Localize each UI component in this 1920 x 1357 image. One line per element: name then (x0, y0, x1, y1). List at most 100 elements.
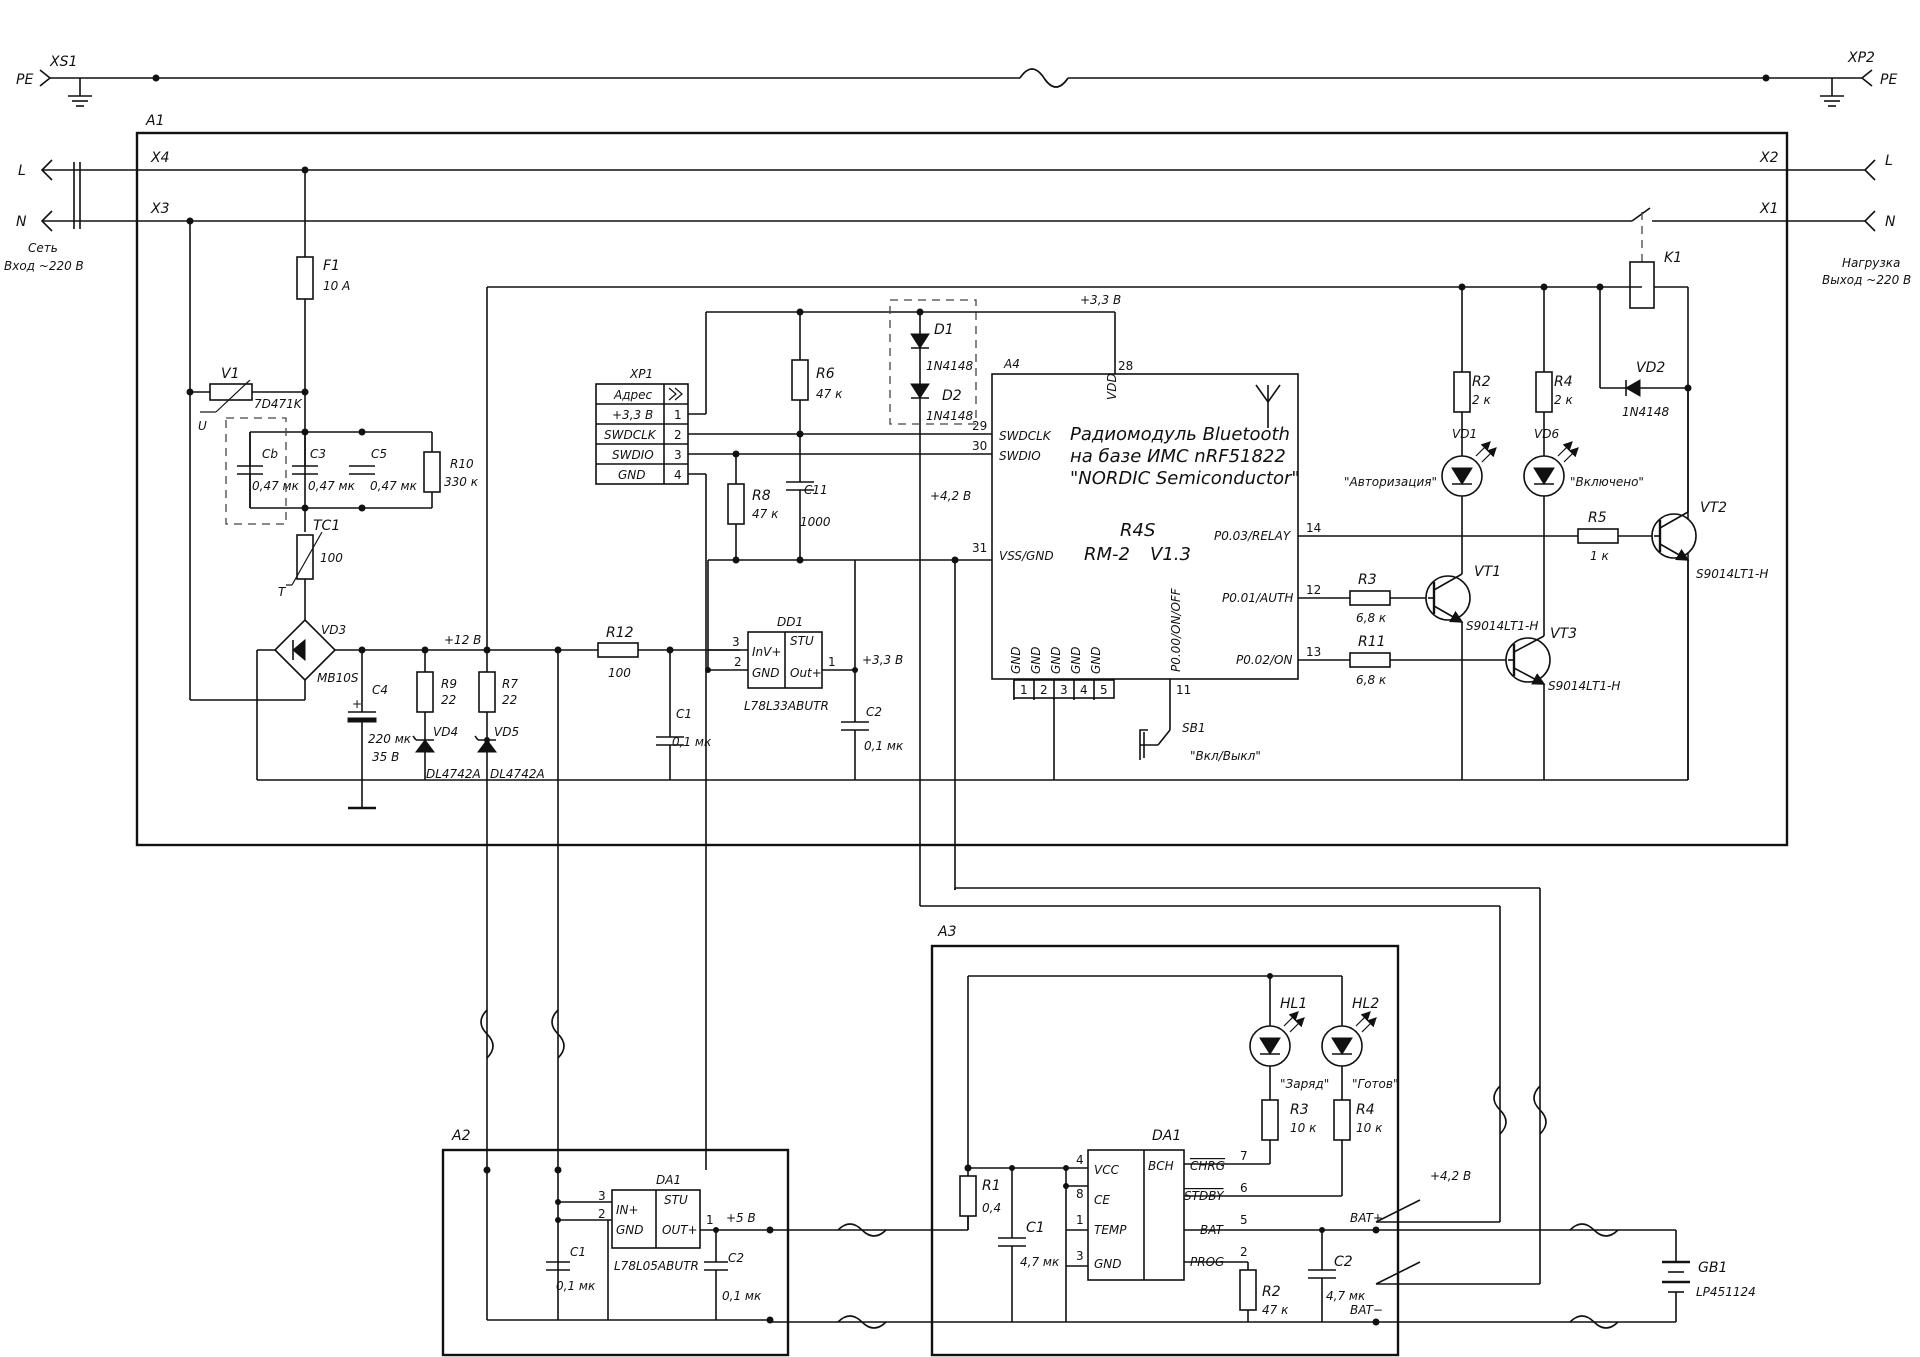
a2-stu: STU (664, 1193, 688, 1207)
power-supply-wiring (186, 170, 1688, 1170)
block-a2-frame (441, 1148, 790, 1357)
swdclk-label: SWDCLK (999, 429, 1052, 443)
on-label: P0.02/ON (1236, 653, 1292, 667)
v42-label: +4,2 В (930, 489, 971, 503)
xp2-label: XP2 (1847, 50, 1875, 66)
r11-value: 6,8 к (1356, 673, 1387, 687)
dd1-pin-3: 3 (732, 635, 740, 649)
c11-value: 1000 (800, 515, 831, 529)
xp1-row-3-label: SWDIO (612, 448, 654, 462)
a3-r4-label: R4 (1356, 1102, 1375, 1118)
v1-label: V1 (221, 366, 239, 382)
a3-da1-label: DA1 (1152, 1128, 1181, 1144)
gb1-value: LP451124 (1696, 1285, 1756, 1299)
r2-label: R2 (1472, 374, 1491, 390)
r10-label: R10 (450, 457, 474, 471)
a3-r2-value: 47 к (1262, 1303, 1289, 1317)
a3-v42-label: +4,2 В (1430, 1169, 1471, 1183)
k1-label: K1 (1664, 250, 1682, 266)
c1-value: 0,1 мк (672, 735, 712, 749)
xp1-row-2-pin: 2 (674, 428, 682, 442)
mcu-aux-wiring (727, 299, 1116, 890)
dd1-pin-1: 1 (828, 655, 836, 669)
c4-value-2: 35 В (372, 750, 399, 764)
a2-c1-label: C1 (570, 1245, 586, 1259)
f1-value: 10 А (323, 279, 350, 293)
dd1-value: L78L33ABUTR (744, 699, 829, 713)
r12-value: 100 (608, 666, 631, 680)
c3-value: 0,47 мк (308, 479, 356, 493)
c11-label: C11 (804, 483, 828, 497)
vt3-value: S9014LT1-H (1548, 679, 1620, 693)
xp1-connector (595, 311, 992, 1170)
a2-pin-2: 2 (598, 1207, 606, 1221)
hl2-label: HL2 (1352, 996, 1379, 1012)
block-a3-label: A3 (937, 924, 956, 940)
v12-label: +12 В (444, 633, 481, 647)
tc1-t-label: T (278, 585, 287, 599)
vd1-caption: "Авторизация" (1344, 475, 1437, 489)
vt2-value: S9014LT1-H (1696, 567, 1768, 581)
r4-value: 2 к (1554, 393, 1573, 407)
d2-label: D2 (942, 388, 962, 404)
a3-wiring (932, 973, 1421, 1326)
output-n-label: N (1885, 214, 1896, 230)
a3-pin-6: 6 (1240, 1181, 1248, 1195)
c2-label: C2 (866, 705, 882, 719)
x4-label: X4 (150, 150, 170, 166)
indicator-wiring (1349, 283, 1697, 780)
a3-pin-7: 7 (1240, 1149, 1248, 1163)
c5-value: 0,47 мк (370, 479, 418, 493)
vd2-label: VD2 (1636, 360, 1665, 376)
input-caption-1: Сеть (28, 241, 58, 255)
dd1-pin-in: InV+ (752, 645, 781, 659)
d1-label: D1 (934, 322, 954, 338)
v33-label: +3,3 В (1080, 293, 1121, 307)
a3-c2-label: C2 (1334, 1254, 1353, 1270)
a2-pin-gnd: GND (616, 1223, 644, 1237)
vd4-label: VD4 (433, 725, 458, 739)
r6-label: R6 (816, 366, 835, 382)
dd1-out: Out+ (790, 666, 822, 680)
vd6-label: VD6 (1534, 427, 1559, 441)
relay-label: P0.03/RELAY (1214, 529, 1292, 543)
module-model-1: R4S (1120, 520, 1155, 541)
vd6-caption: "Включено" (1570, 475, 1644, 489)
module-model-3: V1.3 (1150, 544, 1191, 565)
a3-pin-vcc: VCC (1094, 1163, 1120, 1177)
input-caption-2: Вход ~220 В (4, 259, 84, 273)
bat-minus-label: BAT− (1350, 1303, 1383, 1317)
block-a1-frame (135, 131, 1789, 847)
output-caption-1: Нагрузка (1842, 256, 1900, 270)
vd3-label: VD3 (321, 623, 346, 637)
a3-pin-temp: TEMP (1094, 1223, 1127, 1237)
c2-value: 0,1 мк (864, 739, 904, 753)
a3-r1-value: 0,4 (982, 1201, 1001, 1215)
dd1-label: DD1 (777, 615, 803, 629)
r12-label: R12 (606, 625, 634, 641)
r9-label: R9 (441, 677, 457, 691)
dd1-pin-2: 2 (734, 655, 742, 669)
r11-label: R11 (1358, 634, 1386, 650)
swdclk-pin: 29 (972, 419, 987, 433)
a3-pin-chrg: CHRG (1190, 1159, 1225, 1173)
c4-plus: + (352, 697, 362, 711)
module-model-2: RM-2 (1084, 544, 1130, 565)
dd1-stu: STU (790, 634, 814, 648)
vd1-label: VD1 (1452, 427, 1477, 441)
v1-value: 7D471K (254, 397, 303, 411)
pe-left-label: PE (16, 72, 33, 88)
a2-pin-in: IN+ (616, 1203, 639, 1217)
inter-block-cables (480, 860, 1676, 1329)
input-n-label: N (16, 214, 27, 230)
a3-pin-5: 5 (1240, 1213, 1248, 1227)
output-l-label: L (1885, 153, 1893, 169)
gnd-label-1: GND (1009, 646, 1023, 674)
xp1-row-4-label: GND (618, 468, 646, 482)
r5-value: 1 к (1590, 549, 1609, 563)
a2-wiring (483, 1166, 774, 1324)
hl1-caption: "Заряд" (1280, 1077, 1329, 1091)
onoff-label: P0.00/ON/OFF (1169, 587, 1183, 672)
onoff-pin: 11 (1176, 683, 1191, 697)
r2-value: 2 к (1472, 393, 1491, 407)
